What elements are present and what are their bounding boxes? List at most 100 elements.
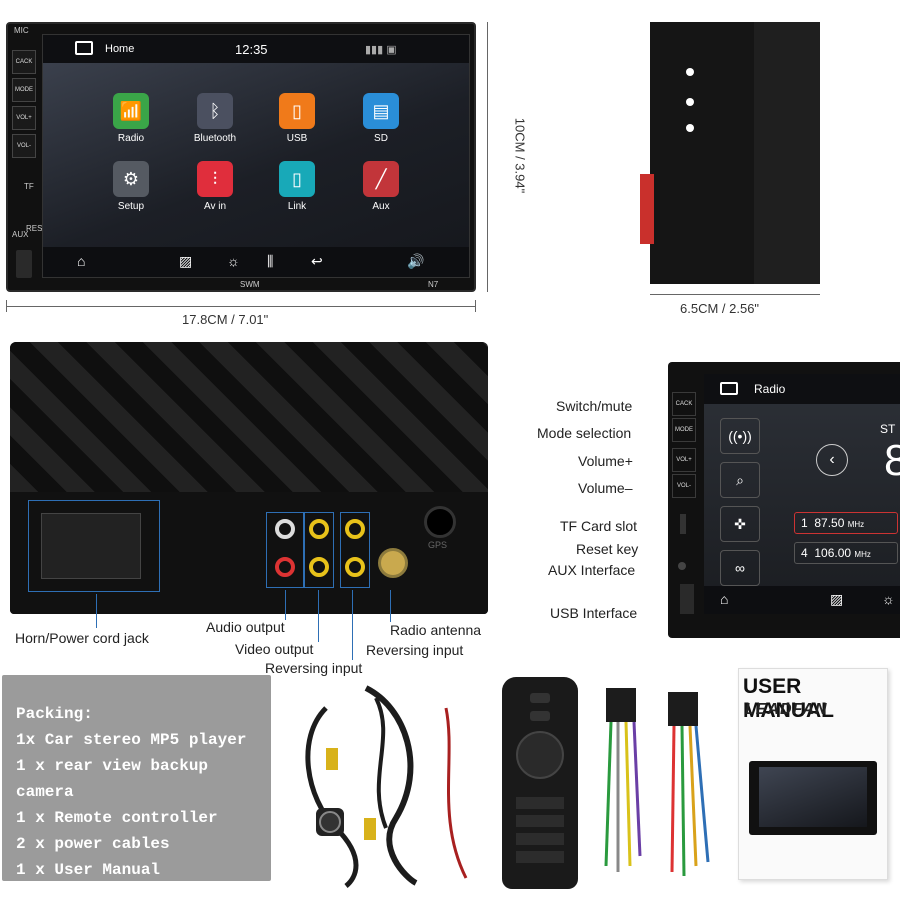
radio-icon bbox=[75, 41, 93, 55]
volume-down-button[interactable]: VOL- bbox=[672, 474, 696, 498]
usb-port bbox=[16, 250, 32, 278]
dock-bar: ⌂ ▨ ☼ bbox=[704, 586, 900, 614]
app-sd[interactable]: ▤ SD bbox=[351, 93, 411, 144]
app-av-in[interactable]: ⫶ Av in bbox=[185, 161, 245, 212]
preset-1[interactable]: 1 87.50 MHz bbox=[794, 512, 898, 534]
head-unit-rear-view: GPS bbox=[10, 342, 488, 614]
back-button[interactable]: CACK bbox=[12, 50, 36, 74]
stereo-icon[interactable]: ∞ bbox=[720, 550, 760, 586]
brightness-icon[interactable]: ☼ bbox=[882, 591, 895, 607]
width-dimension: 17.8CM / 7.01" bbox=[182, 312, 269, 327]
backup-camera-cable bbox=[305, 685, 468, 888]
depth-dimension: 6.5CM / 2.56" bbox=[680, 301, 760, 316]
rca-yellow bbox=[309, 519, 329, 539]
remote-number-pad bbox=[516, 797, 564, 869]
gps-label: GPS bbox=[428, 540, 448, 550]
app-link[interactable]: ▯ Link bbox=[267, 161, 327, 212]
signal-icon[interactable]: ((•)) bbox=[720, 418, 760, 454]
brightness-icon[interactable]: ☼ bbox=[227, 253, 240, 269]
frequency-display: 8 bbox=[884, 436, 900, 485]
callout-line bbox=[318, 590, 319, 642]
search-icon[interactable]: ⌕ bbox=[720, 462, 760, 498]
reversing-input-box bbox=[340, 512, 370, 588]
app-label: Bluetooth bbox=[193, 133, 237, 144]
label-volume-plus: Volume+ bbox=[578, 453, 633, 469]
dimension-tick bbox=[475, 300, 476, 312]
clock: 12:35 bbox=[235, 42, 268, 57]
app-usb[interactable]: ▯ USB bbox=[267, 93, 327, 144]
back-arrow-icon[interactable]: ↩ bbox=[311, 253, 323, 269]
app-bluetooth[interactable]: ᛒ Bluetooth bbox=[185, 93, 245, 144]
screen-title: Radio bbox=[754, 382, 786, 396]
app-aux[interactable]: ╱ Aux bbox=[351, 161, 411, 212]
manual-product-image bbox=[749, 761, 877, 835]
callout-line bbox=[390, 590, 391, 622]
packing-item: 1 x rear view backup camera bbox=[16, 757, 209, 801]
callout-line bbox=[352, 590, 353, 660]
app-label: Link bbox=[287, 201, 307, 212]
volume-up-button[interactable]: VOL+ bbox=[12, 106, 36, 130]
app-label: Radio bbox=[117, 133, 145, 144]
usb-icon: ▯ bbox=[279, 93, 315, 129]
packing-item: 1 x Remote controller bbox=[16, 809, 218, 827]
app-radio[interactable]: 📶 Radio bbox=[101, 93, 161, 144]
frequency-unit: MHz bbox=[847, 520, 865, 529]
video-output-box bbox=[304, 512, 334, 588]
status-bar: Home 12:35 ▮▮▮ ▣ bbox=[43, 35, 469, 63]
volume-down-button[interactable]: VOL- bbox=[12, 134, 36, 158]
rca-yellow bbox=[309, 557, 329, 577]
preset-index: 4 bbox=[801, 546, 808, 560]
preset-4[interactable]: 4 106.00 MHz bbox=[794, 542, 898, 564]
rca-white bbox=[275, 519, 295, 539]
mic-label: MIC bbox=[14, 26, 29, 35]
usb-port bbox=[680, 584, 694, 614]
aux-jack bbox=[678, 562, 686, 570]
picture-icon[interactable]: ▨ bbox=[830, 591, 844, 607]
label-switch-mute: Switch/mute bbox=[556, 398, 633, 414]
app-label: Setup bbox=[117, 201, 145, 212]
head-unit-radio-detail: CACK MODE VOL+ VOL- Radio ((•)) ⌕ ✜ ∞ ‹ … bbox=[668, 362, 900, 638]
label-audio-output: Audio output bbox=[206, 619, 285, 635]
side-panel bbox=[754, 22, 820, 284]
picture-icon[interactable]: ▨ bbox=[179, 253, 193, 269]
home-icon[interactable]: ⌂ bbox=[77, 253, 86, 269]
packing-list: Packing: 1x Car stereo MP5 player 1 x re… bbox=[2, 675, 271, 881]
preset-frequency: 106.00 bbox=[814, 546, 852, 560]
model-label: N7 bbox=[428, 280, 439, 289]
remote-dpad bbox=[516, 731, 564, 779]
radio-screen[interactable]: Radio ((•)) ⌕ ✜ ∞ ‹ ST 8 1 87.50 MHz 4 1… bbox=[704, 374, 900, 614]
back-button[interactable]: CACK bbox=[672, 392, 696, 416]
callout-line bbox=[285, 590, 286, 620]
red-latch bbox=[640, 174, 654, 244]
dimension-tick bbox=[6, 300, 7, 312]
screw-hole bbox=[686, 124, 694, 132]
head-unit-side-view bbox=[640, 22, 820, 284]
app-setup[interactable]: ⚙ Setup bbox=[101, 161, 161, 212]
label-reversing-input-2: Reversing input bbox=[366, 642, 464, 658]
label-tf-card-slot: TF Card slot bbox=[560, 518, 638, 534]
rca-yellow bbox=[345, 557, 365, 577]
touch-screen[interactable]: Home 12:35 ▮▮▮ ▣ 📶 Radio ᛒ Bluetooth ▯ U… bbox=[42, 34, 470, 278]
volume-up-button[interactable]: VOL+ bbox=[672, 448, 696, 472]
manual-title: USER MANUAL bbox=[743, 675, 834, 722]
mode-button[interactable]: MODE bbox=[12, 78, 36, 102]
chevron-left-icon[interactable]: ‹ bbox=[816, 444, 848, 476]
sd-card-icon: ▤ bbox=[363, 93, 399, 129]
label-mode-selection: Mode selection bbox=[537, 425, 632, 441]
manual-brand: LEADFAN bbox=[745, 701, 828, 718]
label-radio-antenna: Radio antenna bbox=[390, 622, 482, 638]
label-volume-minus: Volume– bbox=[578, 480, 633, 496]
gps-jack bbox=[424, 506, 456, 538]
aux-label: AUX bbox=[12, 230, 29, 239]
mode-button[interactable]: MODE bbox=[672, 418, 696, 442]
volume-icon[interactable]: 🔊 bbox=[407, 253, 425, 269]
screw-hole bbox=[686, 98, 694, 106]
equalizer-icon[interactable]: ⫼ bbox=[267, 253, 274, 269]
label-aux-interface: AUX Interface bbox=[548, 562, 636, 578]
app-label: SD bbox=[374, 133, 388, 144]
heatsink bbox=[10, 342, 488, 492]
rca-red bbox=[275, 557, 295, 577]
scan-icon[interactable]: ✜ bbox=[720, 506, 760, 542]
packing-item: 2 x power cables bbox=[16, 835, 170, 853]
home-icon[interactable]: ⌂ bbox=[720, 591, 729, 607]
